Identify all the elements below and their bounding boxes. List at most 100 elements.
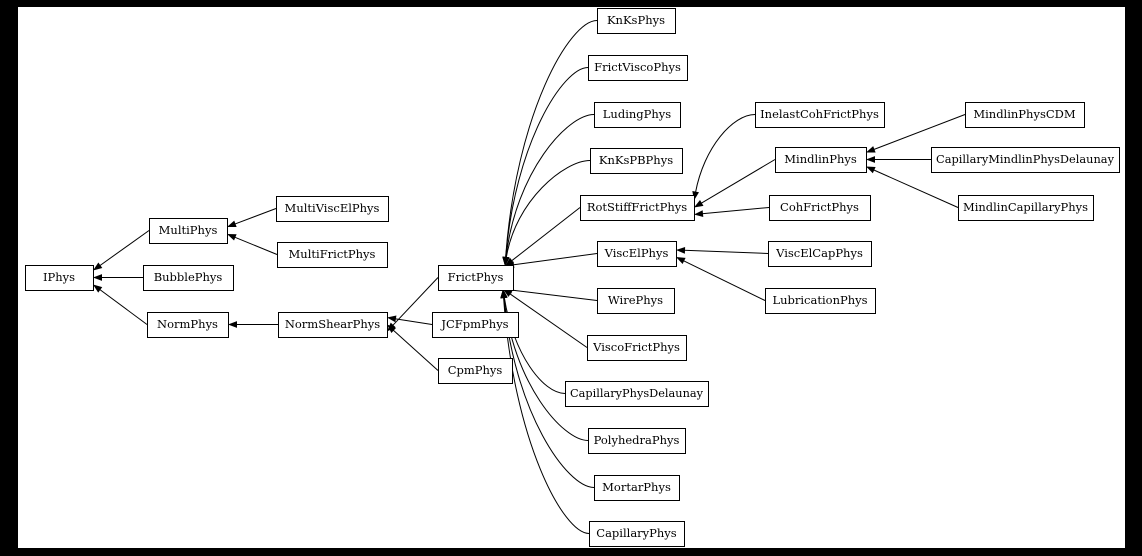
edge-line xyxy=(505,114,595,259)
class-node-capillarymindlinphysdelaunay[interactable]: CapillaryMindlinPhysDelaunay xyxy=(931,147,1120,173)
arrowhead xyxy=(503,256,510,266)
inheritance-edge xyxy=(227,234,278,255)
class-node-frictphys[interactable]: FrictPhys xyxy=(438,265,514,291)
node-box[interactable] xyxy=(438,265,514,291)
class-node-cohfrictphys[interactable]: CohFrictPhys xyxy=(769,195,871,221)
class-node-ludingphys[interactable]: LudingPhys xyxy=(594,102,681,128)
node-box[interactable] xyxy=(965,102,1085,128)
node-box[interactable] xyxy=(769,195,871,221)
class-node-jcfpmphys[interactable]: JCFpmPhys xyxy=(432,312,519,338)
node-box[interactable] xyxy=(597,241,677,267)
edge-line xyxy=(234,208,277,225)
edge-line xyxy=(512,253,598,266)
node-box[interactable] xyxy=(958,195,1094,221)
class-node-mindlincapillaryphys[interactable]: MindlinCapillaryPhys xyxy=(958,195,1094,221)
node-box[interactable] xyxy=(597,288,675,314)
arrowhead xyxy=(228,321,237,328)
node-box[interactable] xyxy=(765,288,876,314)
class-node-normshearphys[interactable]: NormShearPhys xyxy=(278,312,388,338)
class-node-inelastcohfrictphys[interactable]: InelastCohFrictPhys xyxy=(755,102,885,128)
node-box[interactable] xyxy=(277,242,388,268)
class-node-lubricationphys[interactable]: LubricationPhys xyxy=(765,288,876,314)
class-node-bubblephys[interactable]: BubblePhys xyxy=(143,265,234,291)
node-box[interactable] xyxy=(590,148,683,174)
class-node-normphys[interactable]: NormPhys xyxy=(147,312,229,338)
edge-line xyxy=(505,67,589,259)
node-box[interactable] xyxy=(755,102,885,128)
node-box[interactable] xyxy=(589,521,685,547)
node-box[interactable] xyxy=(149,218,228,244)
class-node-mindlinphys[interactable]: MindlinPhys xyxy=(775,147,867,173)
inheritance-edge xyxy=(866,166,959,208)
node-box[interactable] xyxy=(580,195,695,221)
class-node-polyhedraphys[interactable]: PolyhedraPhys xyxy=(588,428,686,454)
node-box[interactable] xyxy=(588,55,688,81)
class-node-mortarphys[interactable]: MortarPhys xyxy=(594,475,680,501)
node-box[interactable] xyxy=(597,8,676,34)
inheritance-edge xyxy=(500,289,589,441)
node-box[interactable] xyxy=(25,265,94,291)
inheritance-edge xyxy=(387,315,433,325)
class-node-mindlinphyscdm[interactable]: MindlinPhysCDM xyxy=(965,102,1085,128)
class-node-frictviscophys[interactable]: FrictViscoPhys xyxy=(588,55,688,81)
node-box[interactable] xyxy=(594,475,680,501)
class-node-wirephys[interactable]: WirePhys xyxy=(597,288,675,314)
node-box[interactable] xyxy=(565,381,709,407)
edge-line xyxy=(509,293,588,348)
edge-line xyxy=(503,296,595,488)
inheritance-edge xyxy=(93,274,143,281)
edge-line xyxy=(682,260,766,301)
node-box[interactable] xyxy=(147,312,229,338)
edge-line xyxy=(505,160,591,259)
node-box[interactable] xyxy=(276,196,389,222)
class-node-capillaryphysdelaunay[interactable]: CapillaryPhysDelaunay xyxy=(565,381,709,407)
node-box[interactable] xyxy=(278,312,388,338)
class-node-multiviscelphys[interactable]: MultiViscElPhys xyxy=(276,196,389,222)
arrowhead xyxy=(866,146,876,153)
class-node-rotstifffrictphys[interactable]: RotStiffFrictPhys xyxy=(580,195,695,221)
class-node-knkspbphys[interactable]: KnKsPBPhys xyxy=(590,148,683,174)
arrowhead xyxy=(227,234,237,241)
edge-line xyxy=(511,207,581,262)
class-node-viscelphys[interactable]: ViscElPhys xyxy=(597,241,677,267)
inheritance-edge xyxy=(93,284,148,325)
inheritance-edge xyxy=(694,207,770,218)
edge-line xyxy=(701,207,770,215)
arrowhead xyxy=(387,315,397,323)
node-box[interactable] xyxy=(594,102,681,128)
edge-line xyxy=(505,20,598,259)
edge-line xyxy=(503,296,590,534)
edge-line xyxy=(700,159,776,204)
node-box[interactable] xyxy=(587,335,687,361)
arrowhead xyxy=(93,284,103,293)
inheritance-edge xyxy=(502,67,589,266)
class-node-capillaryphys[interactable]: CapillaryPhys xyxy=(589,521,685,547)
edge-line xyxy=(873,169,959,208)
class-node-viscofrictphys[interactable]: ViscoFrictPhys xyxy=(587,335,687,361)
inheritance-edge xyxy=(228,321,278,328)
arrowhead xyxy=(387,322,396,332)
class-node-multiphys[interactable]: MultiPhys xyxy=(149,218,228,244)
node-box[interactable] xyxy=(775,147,867,173)
node-box[interactable] xyxy=(432,312,519,338)
edge-line xyxy=(99,230,150,267)
class-node-multifrictphys[interactable]: MultiFrictPhys xyxy=(277,242,388,268)
class-node-cpmphys[interactable]: CpmPhys xyxy=(438,358,513,384)
edge-line xyxy=(694,114,756,193)
edge-line xyxy=(392,329,439,371)
node-box[interactable] xyxy=(768,241,872,267)
arrowhead xyxy=(227,220,237,228)
class-node-knksphys[interactable]: KnKsPhys xyxy=(597,8,676,34)
class-node-viscelcapphys[interactable]: ViscElCapPhys xyxy=(768,241,872,267)
node-box[interactable] xyxy=(588,428,686,454)
inheritance-edge xyxy=(387,277,439,332)
class-node-iphys[interactable]: IPhys xyxy=(25,265,94,291)
node-box[interactable] xyxy=(438,358,513,384)
edge-line xyxy=(394,318,433,325)
node-box[interactable] xyxy=(143,265,234,291)
inheritance-edge xyxy=(505,207,581,266)
inheritance-edge xyxy=(866,156,931,163)
node-box[interactable] xyxy=(931,147,1120,173)
